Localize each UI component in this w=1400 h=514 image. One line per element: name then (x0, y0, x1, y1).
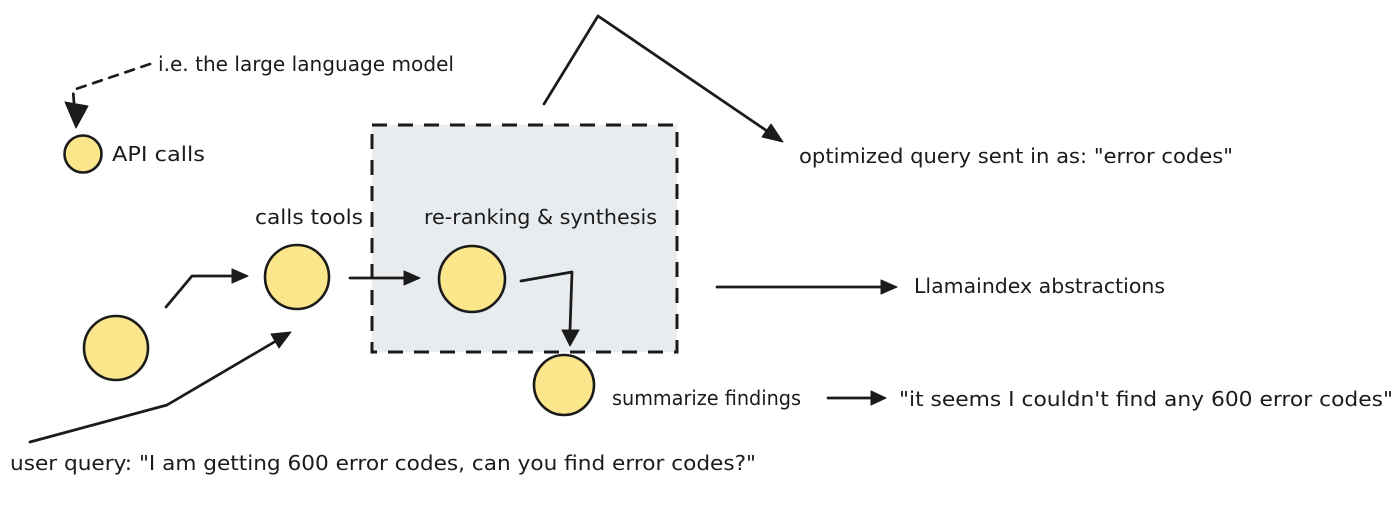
tools-to-rerank-arrow (348, 270, 421, 286)
result-arrow (826, 390, 887, 406)
user-query-arrowhead (270, 331, 292, 349)
start-to-tools-arrowhead (231, 268, 249, 284)
calls-tools-label: calls tools (255, 205, 363, 229)
llamaindex-abstractions-label: Llamaindex abstractions (914, 274, 1165, 298)
llamaindex-abstractions-box (370, 123, 679, 354)
rerank-node (437, 244, 507, 314)
rerank-to-summarize-arrow (519, 270, 580, 347)
start-node (82, 314, 150, 382)
optimized-query-pointer-arrow (542, 14, 784, 143)
summarize-findings-label: summarize findings (612, 386, 801, 410)
optimized-query-label: optimized query sent in as: "error codes… (799, 144, 1233, 168)
api-call-node (63, 134, 103, 174)
tools-to-rerank-arrowhead (403, 270, 421, 286)
user-query-arrow (28, 331, 292, 444)
summarize-node (532, 353, 596, 417)
user-query-label: user query: "I am getting 600 error code… (10, 451, 756, 475)
rerank-to-summarize-arrowhead (561, 329, 580, 347)
reranking-synthesis-label: re-ranking & synthesis (424, 205, 657, 229)
start-to-tools-arrow (164, 268, 249, 309)
api-calls-label: API calls (112, 142, 205, 166)
optimized-query-arrowhead (761, 123, 784, 143)
llamaindex-arrow (715, 279, 898, 295)
result-quote-label: "it seems I couldn't find any 600 error … (899, 387, 1393, 411)
llm-note-pointer-arrow (64, 62, 152, 129)
llm-note-label: i.e. the large language model (158, 52, 454, 76)
result-arrowhead (870, 390, 887, 406)
llamaindex-arrowhead (880, 279, 898, 295)
llm-note-arrowhead (64, 101, 89, 129)
tools-node (263, 243, 331, 311)
